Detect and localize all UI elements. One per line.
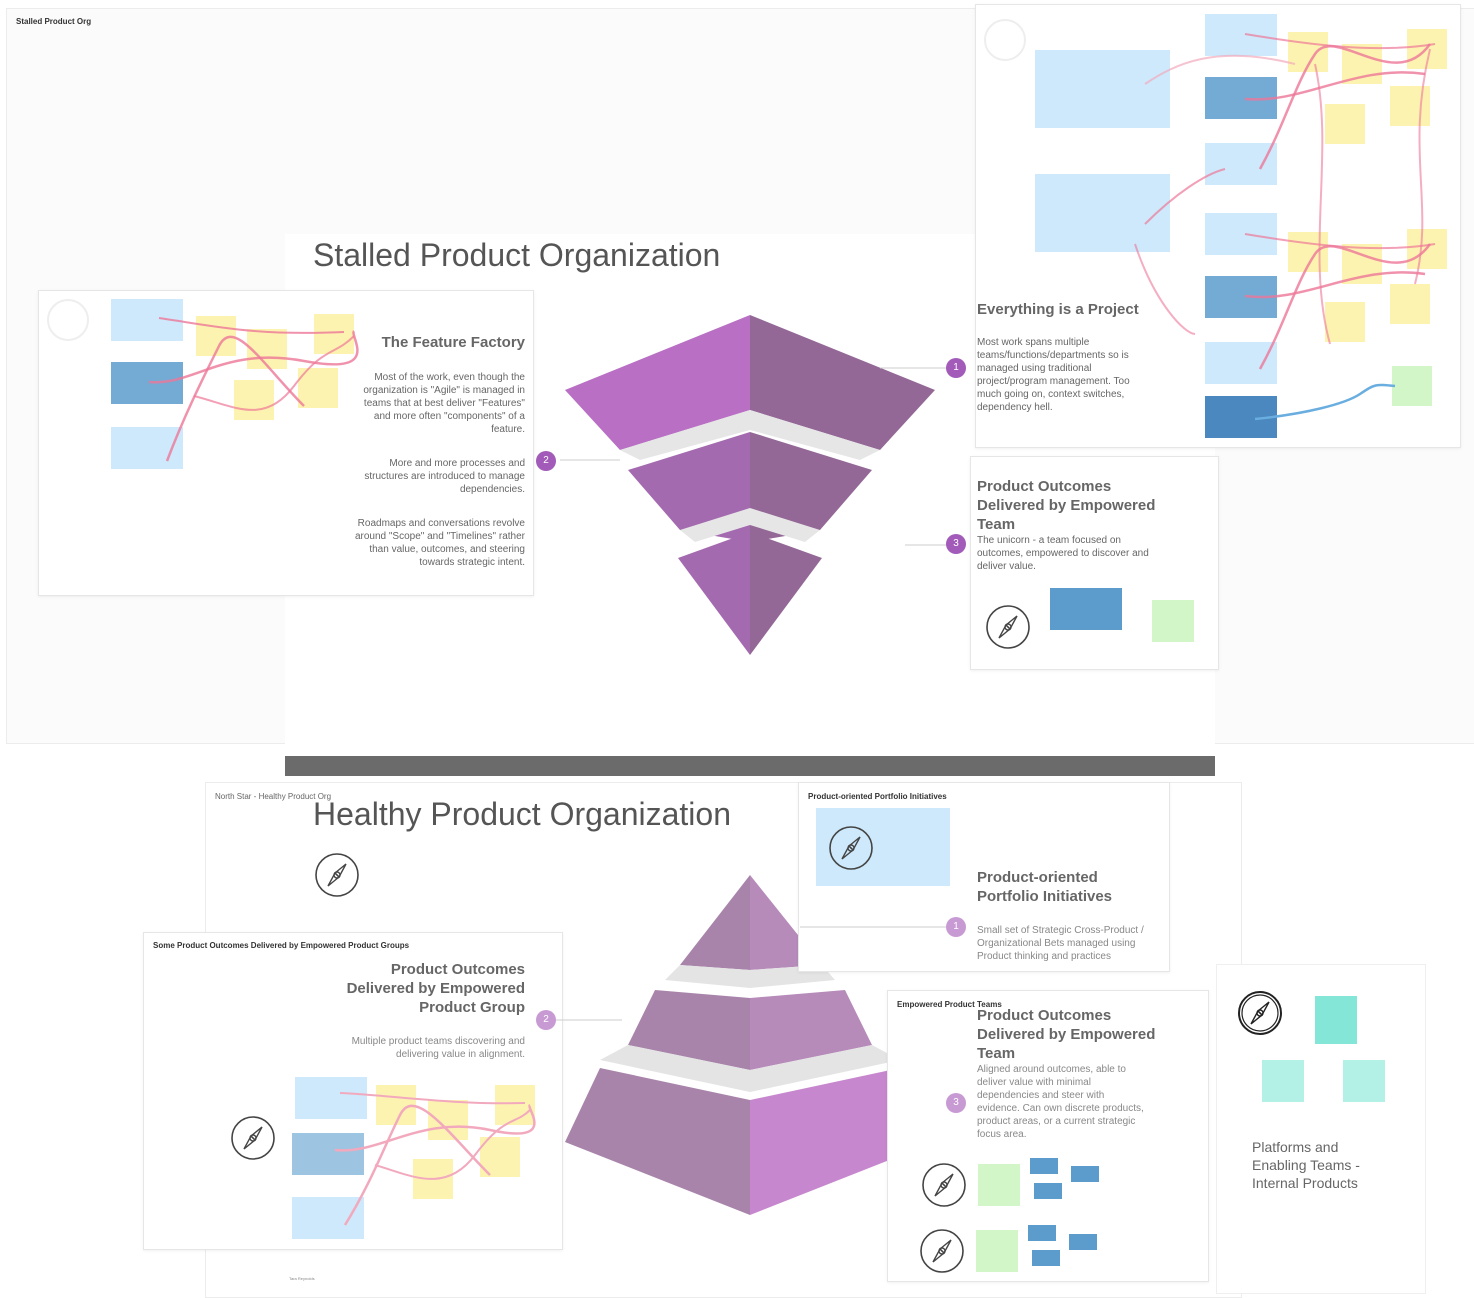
groups-sketch	[290, 1075, 550, 1245]
badge-3: 3	[946, 534, 966, 554]
connector-line	[556, 1019, 622, 1021]
compass-icon	[984, 19, 1026, 61]
stalled-title: Stalled Product Organization	[313, 237, 721, 273]
healthy-badge-1: 1	[946, 917, 966, 937]
empowered-team-body: The unicorn - a team focused on outcomes…	[977, 535, 1149, 572]
project-body: Most work spans multiple teams/functions…	[977, 337, 1130, 413]
project-sketch	[975, 4, 1459, 446]
platform-sticky-teal-light	[1262, 1060, 1304, 1102]
platform-sticky-teal	[1315, 996, 1357, 1044]
compass-icon	[922, 1163, 966, 1207]
team-sticky-blue	[1032, 1250, 1060, 1266]
team-sticky-green-2	[976, 1230, 1018, 1272]
teams-frame-label: Empowered Product Teams	[897, 1000, 1002, 1009]
feature-factory-p2: More and more processes and structures a…	[364, 458, 525, 495]
healthy-title: Healthy Product Organization	[313, 796, 731, 832]
compass-icon	[231, 1116, 275, 1160]
footer-text: Tara Reynolds	[289, 1276, 315, 1281]
feature-factory-sketch	[44, 296, 364, 476]
team-sticky-blue	[1071, 1166, 1099, 1182]
pyramid	[565, 875, 935, 1215]
inverted-pyramid	[565, 315, 935, 655]
empowered-team-heading: Product Outcomes Delivered by Empowered …	[977, 478, 1156, 533]
feature-factory-p1: Most of the work, even though the organi…	[363, 372, 525, 435]
project-heading: Everything is a Project	[977, 301, 1139, 318]
portfolio-frame-label: Product-oriented Portfolio Initiatives	[808, 792, 947, 801]
badge-2: 2	[536, 451, 556, 471]
compass-icon	[315, 853, 359, 897]
portfolio-sticky	[816, 808, 950, 886]
compass-icon	[920, 1229, 964, 1273]
compass-icon	[47, 299, 89, 341]
groups-frame-label: Some Product Outcomes Delivered by Empow…	[153, 941, 410, 950]
badge-1: 1	[946, 358, 966, 378]
healthy-frame-label: North Star - Healthy Product Org	[215, 792, 332, 801]
healthy-badge-3: 3	[946, 1093, 966, 1113]
portfolio-body: Small set of Strategic Cross-Product / O…	[977, 925, 1144, 962]
teams-heading: Product Outcomes Delivered by Empowered …	[977, 1007, 1156, 1062]
team-sticky-blue	[1028, 1225, 1056, 1241]
teams-body: Aligned around outcomes, able to deliver…	[977, 1064, 1144, 1140]
section-divider	[285, 756, 1215, 776]
platforms-label: Platforms and Enabling Teams - Internal …	[1252, 1139, 1360, 1191]
connector-lines	[560, 367, 952, 546]
sticky-green	[1152, 600, 1194, 642]
compass-icon	[829, 826, 873, 870]
compass-icon	[1238, 991, 1282, 1035]
stalled-frame-label: Stalled Product Org	[16, 17, 92, 26]
feature-factory-p3: Roadmaps and conversations revolve aroun…	[354, 518, 525, 568]
connector-line	[800, 926, 946, 928]
groups-heading: Product Outcomes Delivered by Empowered …	[346, 961, 525, 1016]
team-sticky-blue	[1030, 1158, 1058, 1174]
platform-sticky-teal-light	[1343, 1060, 1385, 1102]
groups-body: Multiple product teams discovering and d…	[351, 1036, 525, 1060]
team-sticky-green-1	[978, 1164, 1020, 1206]
healthy-badge-2: 2	[536, 1010, 556, 1030]
team-sticky-blue	[1034, 1183, 1062, 1199]
portfolio-heading: Product-oriented Portfolio Initiatives	[977, 869, 1113, 905]
compass-icon	[986, 605, 1030, 649]
sticky-blue	[1050, 588, 1122, 630]
team-sticky-blue	[1069, 1234, 1097, 1250]
feature-factory-heading: The Feature Factory	[381, 334, 525, 351]
